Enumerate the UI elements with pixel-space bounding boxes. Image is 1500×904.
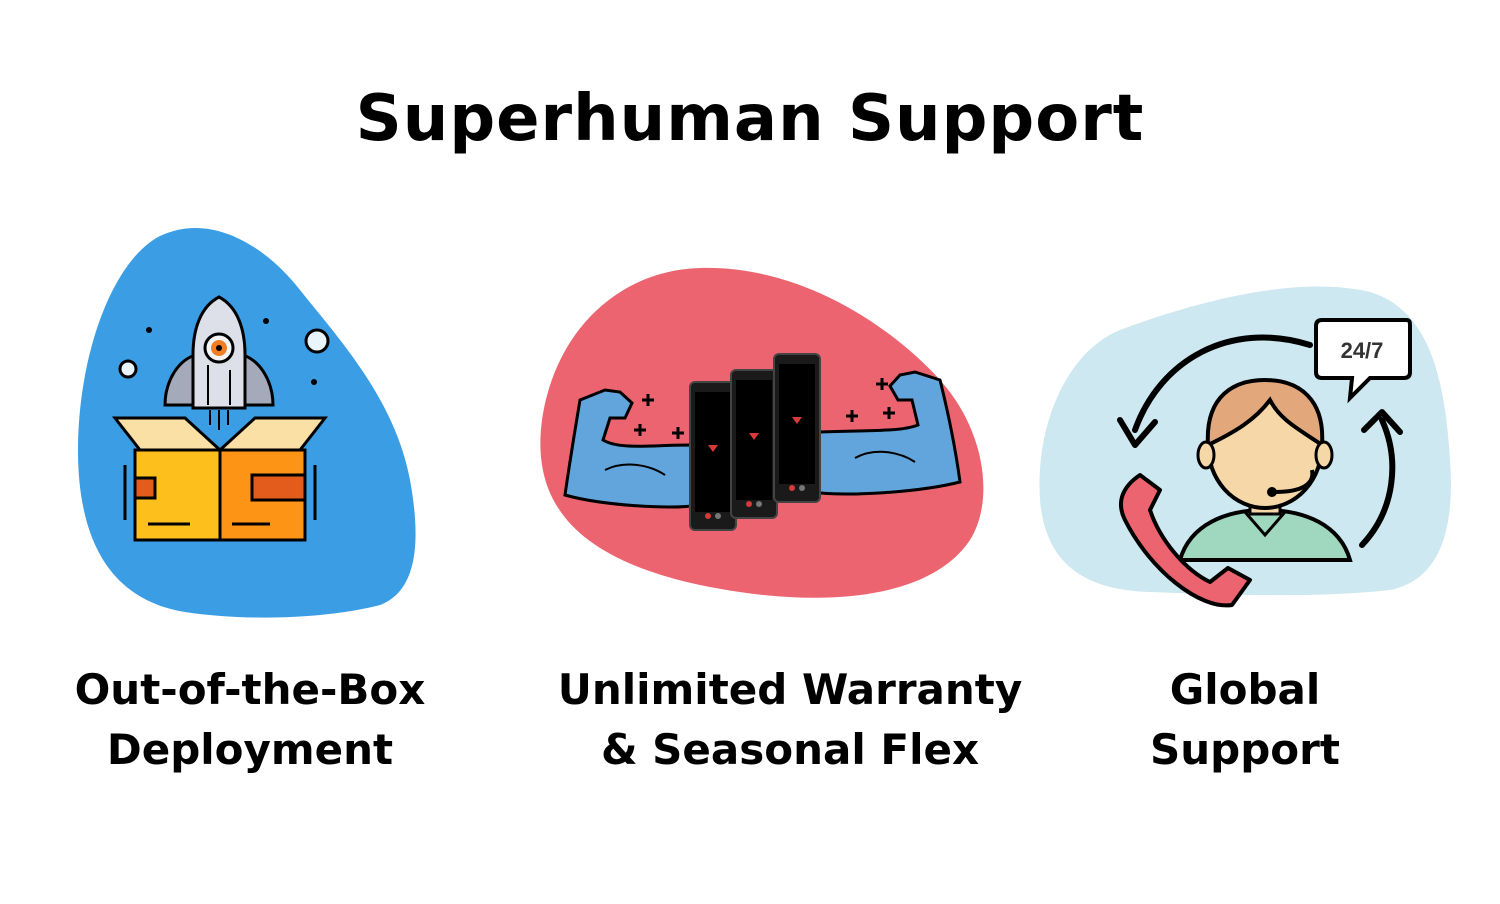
feature-line: Global xyxy=(1169,665,1321,714)
badge-24-7: 24/7 xyxy=(1341,338,1384,363)
support-agent-24-7-icon: 24/7 xyxy=(1039,286,1451,608)
rugged-phone-3 xyxy=(773,353,821,503)
rocket-box-icon xyxy=(78,227,416,618)
feature-line: & Seasonal Flex xyxy=(600,725,980,774)
rugged-phone-2 xyxy=(730,369,778,519)
feature-deployment-label: Out-of-the-Box Deployment xyxy=(20,660,480,780)
feature-line: Support xyxy=(1150,725,1340,774)
feature-warranty-label: Unlimited Warranty & Seasonal Flex xyxy=(520,660,1060,780)
page-title: Superhuman Support xyxy=(355,82,1145,156)
feature-line: Unlimited Warranty xyxy=(557,665,1023,714)
feature-line: Out-of-the-Box xyxy=(74,665,426,714)
feature-line: Deployment xyxy=(106,725,394,774)
rugged-phone-1 xyxy=(689,381,737,531)
feature-support-label: Global Support xyxy=(1090,660,1400,780)
strong-arms-phones-icon xyxy=(540,267,984,598)
